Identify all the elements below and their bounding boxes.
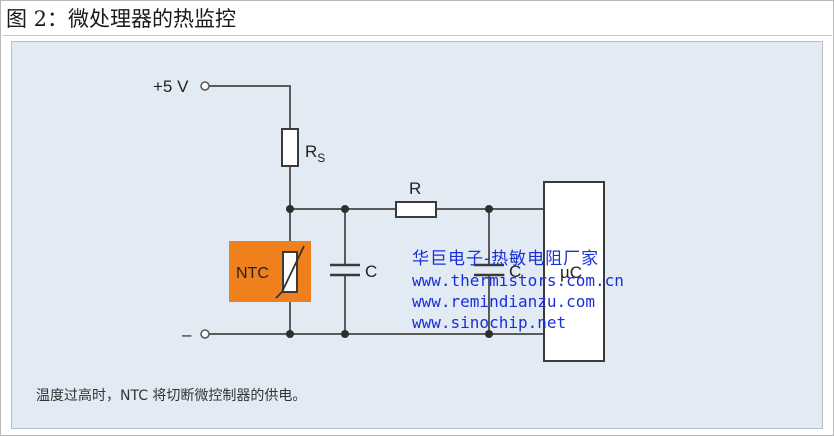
junction-dot (485, 330, 493, 338)
resistor-r (395, 201, 437, 218)
title-divider (2, 35, 832, 36)
junction-dot (341, 330, 349, 338)
junction-dot (286, 205, 294, 213)
microcontroller-box (543, 181, 605, 362)
junction-dot (286, 330, 294, 338)
ground-terminal (200, 329, 210, 339)
supply-wire (209, 85, 291, 129)
ntc-label: NTC (236, 265, 269, 282)
supply-terminal (200, 81, 210, 91)
c1-label: C (365, 262, 377, 281)
junction-dot (341, 205, 349, 213)
figure-caption: 温度过高时，NTC 将切断微控制器的供电。 (36, 388, 307, 404)
watermark-url: www.remindianzu.com (412, 292, 596, 311)
circuit-schematic: RS R NTC C C µC (153, 77, 605, 362)
uc-label: µC (560, 263, 582, 282)
figure-title: 图 2：微处理器的热监控 (6, 7, 237, 31)
ground-label: – (182, 325, 192, 344)
thermistor-slash (275, 245, 305, 299)
junction-dot (485, 205, 493, 213)
watermark-url: www.thermistors.com.cn (412, 271, 624, 290)
watermark-company: 华巨电子-热敏电阻厂家 (412, 249, 600, 269)
diagram-panel: RS R NTC C C µC (11, 41, 823, 429)
c2-label: C (509, 262, 521, 281)
r-label: R (409, 179, 421, 198)
watermark-url: www.sinochip.net (412, 313, 567, 332)
watermark-overlay: 华巨电子-热敏电阻厂家 www.thermistors.com.cn www.r… (412, 249, 624, 333)
rs-label: RS (305, 142, 325, 165)
supply-label: +5 V (153, 77, 189, 96)
resistor-rs (281, 128, 299, 167)
